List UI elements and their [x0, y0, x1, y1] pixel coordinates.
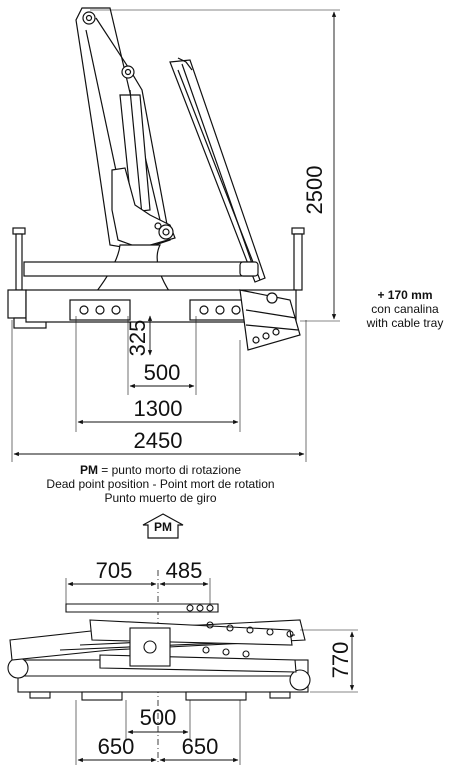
dim-485: 485	[166, 558, 203, 583]
top-dimensions	[11, 9, 340, 462]
bottom-dimensions	[65, 578, 358, 765]
crane-plan	[7, 570, 311, 765]
cable-tray-note: + 170 mm con canalina with cable tray	[352, 288, 458, 330]
dim-650-left: 650	[98, 734, 135, 759]
pm-line1: = punto morto di rotazione	[97, 463, 242, 477]
dim-705: 705	[96, 558, 133, 583]
pm-arrow-icon	[142, 513, 184, 539]
tray-line1: con canalina	[371, 302, 439, 316]
dim-770: 770	[328, 642, 353, 679]
pm-badge-label: PM	[154, 520, 172, 534]
dim-500-top: 500	[144, 360, 181, 385]
pm-line2: Dead point position - Point mort de rota…	[46, 477, 275, 491]
dim-2450: 2450	[134, 428, 183, 453]
dim-650-right: 650	[182, 734, 219, 759]
pm-abbr: PM	[79, 463, 98, 477]
crane-elevation	[7, 7, 305, 351]
dim-1300: 1300	[134, 396, 183, 421]
dim-325: 325	[125, 320, 150, 357]
pm-line3: Punto muerto de giro	[104, 491, 217, 505]
dim-500-bottom: 500	[140, 705, 177, 730]
pm-note: PM = punto morto di rotazione Dead point…	[0, 463, 321, 505]
dim-2500: 2500	[302, 166, 327, 215]
tray-value: + 170 mm	[377, 288, 433, 302]
tray-line2: with cable tray	[366, 316, 444, 330]
